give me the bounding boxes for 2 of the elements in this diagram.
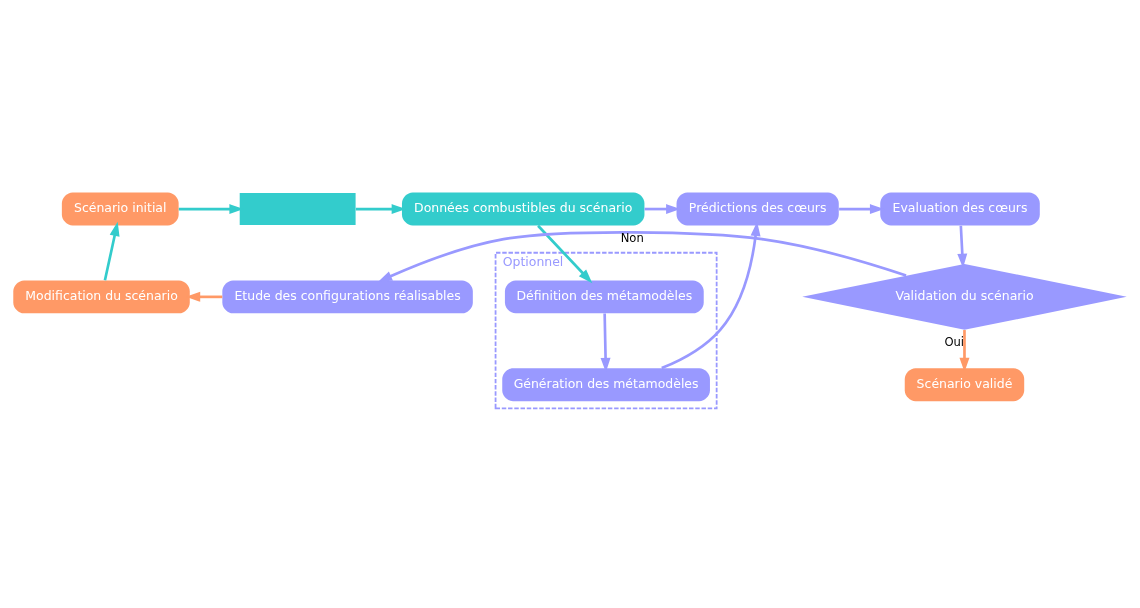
edge-label: Non: [620, 230, 644, 245]
edge-label: Oui: [944, 334, 965, 349]
